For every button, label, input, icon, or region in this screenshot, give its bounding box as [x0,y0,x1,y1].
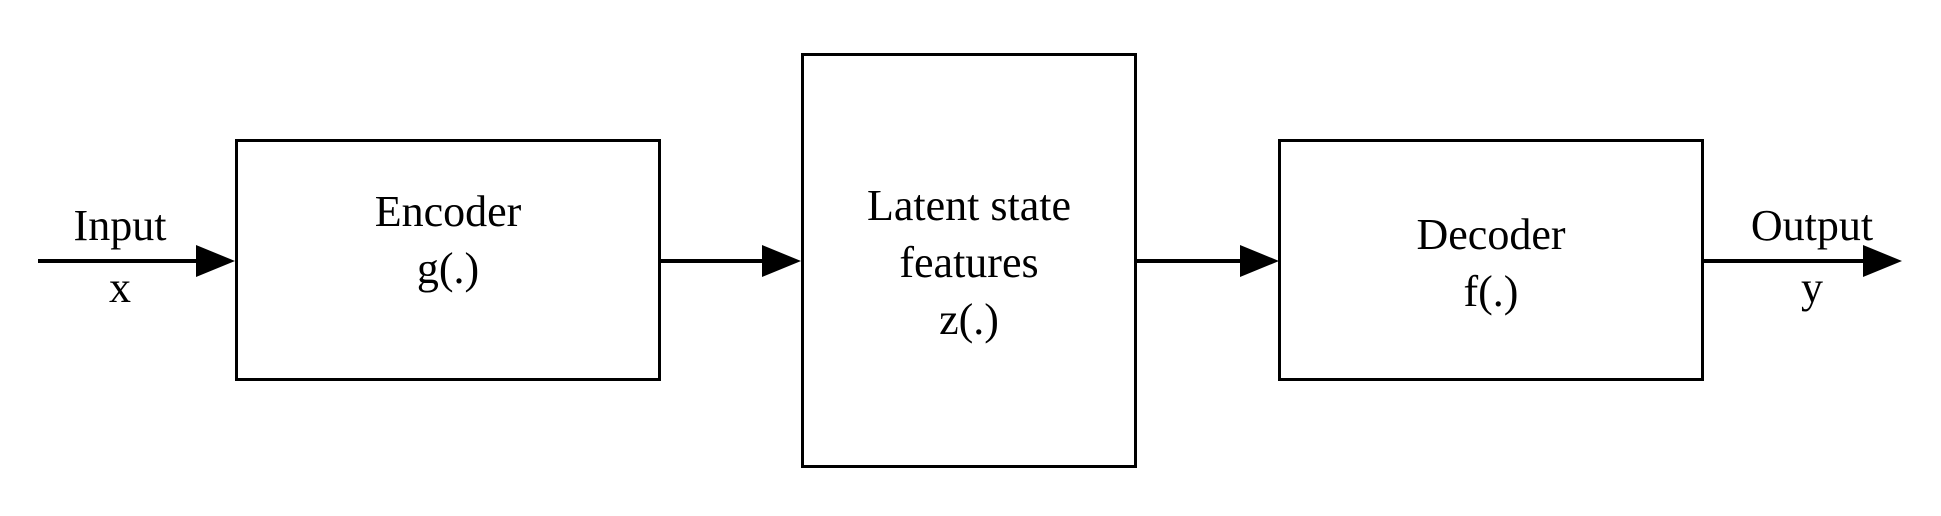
encoder-label-line-1: Encoder [374,187,522,236]
output-arrow-line [1704,259,1865,263]
input-label: Input [73,201,167,250]
decoder-box: Decoder f(.) [1278,139,1704,381]
latent-label-line-3: z(.) [939,295,999,344]
encoder-box: Encoder g(.) [235,139,661,381]
output-arrowhead-icon [1863,245,1902,277]
encoder-label-line-2: g(.) [416,244,480,293]
decoder-label-line-2: f(.) [1463,267,1519,316]
input-arrow-line [38,259,198,263]
output-symbol: y [1801,263,1823,312]
output-label: Output [1750,201,1874,250]
latent-to-decoder-arrowhead-icon [1240,245,1279,277]
input-arrowhead-icon [196,245,235,277]
latent-state-box-label: Latent state features z(.) [867,177,1071,348]
latent-state-box: Latent state features z(.) [801,53,1137,468]
latent-to-decoder-arrow-line [1137,259,1241,263]
encoder-to-latent-arrowhead-icon [762,245,801,277]
decoder-box-label: Decoder f(.) [1416,206,1565,320]
decoder-label-line-1: Decoder [1416,210,1566,259]
encoder-box-label: Encoder g(.) [375,183,522,297]
latent-label-line-1: Latent state [866,181,1071,230]
latent-label-line-2: features [899,238,1039,287]
encoder-to-latent-arrow-line [661,259,763,263]
input-symbol: x [109,263,131,312]
